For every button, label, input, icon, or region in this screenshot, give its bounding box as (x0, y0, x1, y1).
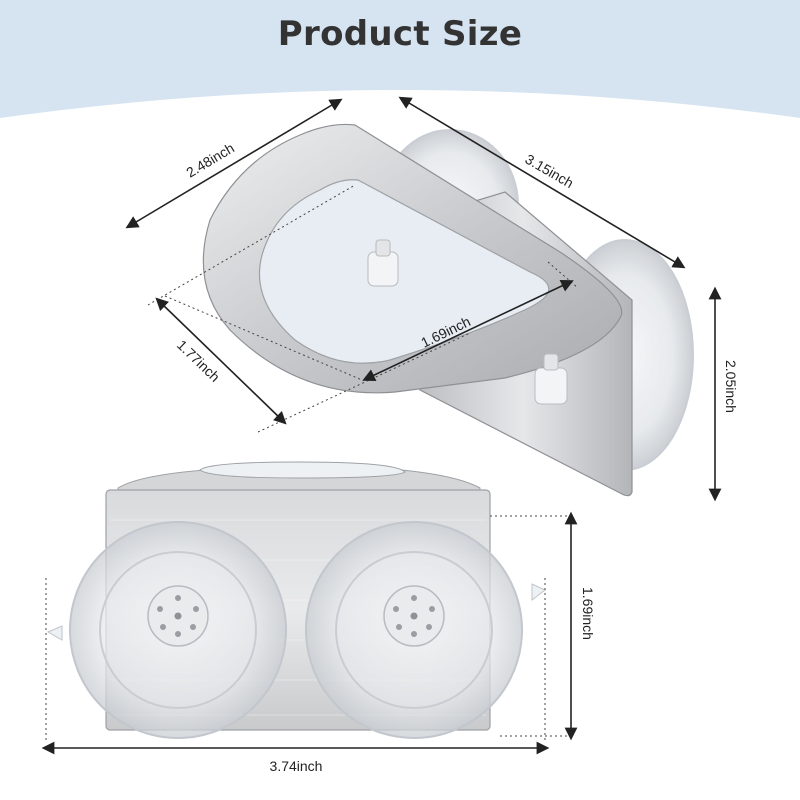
dimension-label-top-length: 3.15inch (523, 151, 577, 191)
front-view-holder (45, 461, 572, 740)
dimension-lines (125, 96, 722, 502)
dimension-label-front-width: 3.74inch (270, 758, 323, 774)
suction-cup-icon (46, 521, 287, 739)
dimension-label-top-height: 2.05inch (723, 360, 739, 413)
dimension-label-top-width: 2.48inch (183, 140, 237, 181)
page-title: Product Size (277, 14, 523, 54)
dimension-label-front-height: 1.69inch (580, 587, 596, 640)
dimension-lines (41, 511, 578, 755)
shelf-opening-edge (199, 461, 406, 479)
suction-cup-icon (305, 521, 546, 739)
screw-icon (367, 239, 399, 287)
top-view-holder (147, 123, 694, 497)
dimension-label-top-depth: 1.77inch (174, 337, 223, 385)
